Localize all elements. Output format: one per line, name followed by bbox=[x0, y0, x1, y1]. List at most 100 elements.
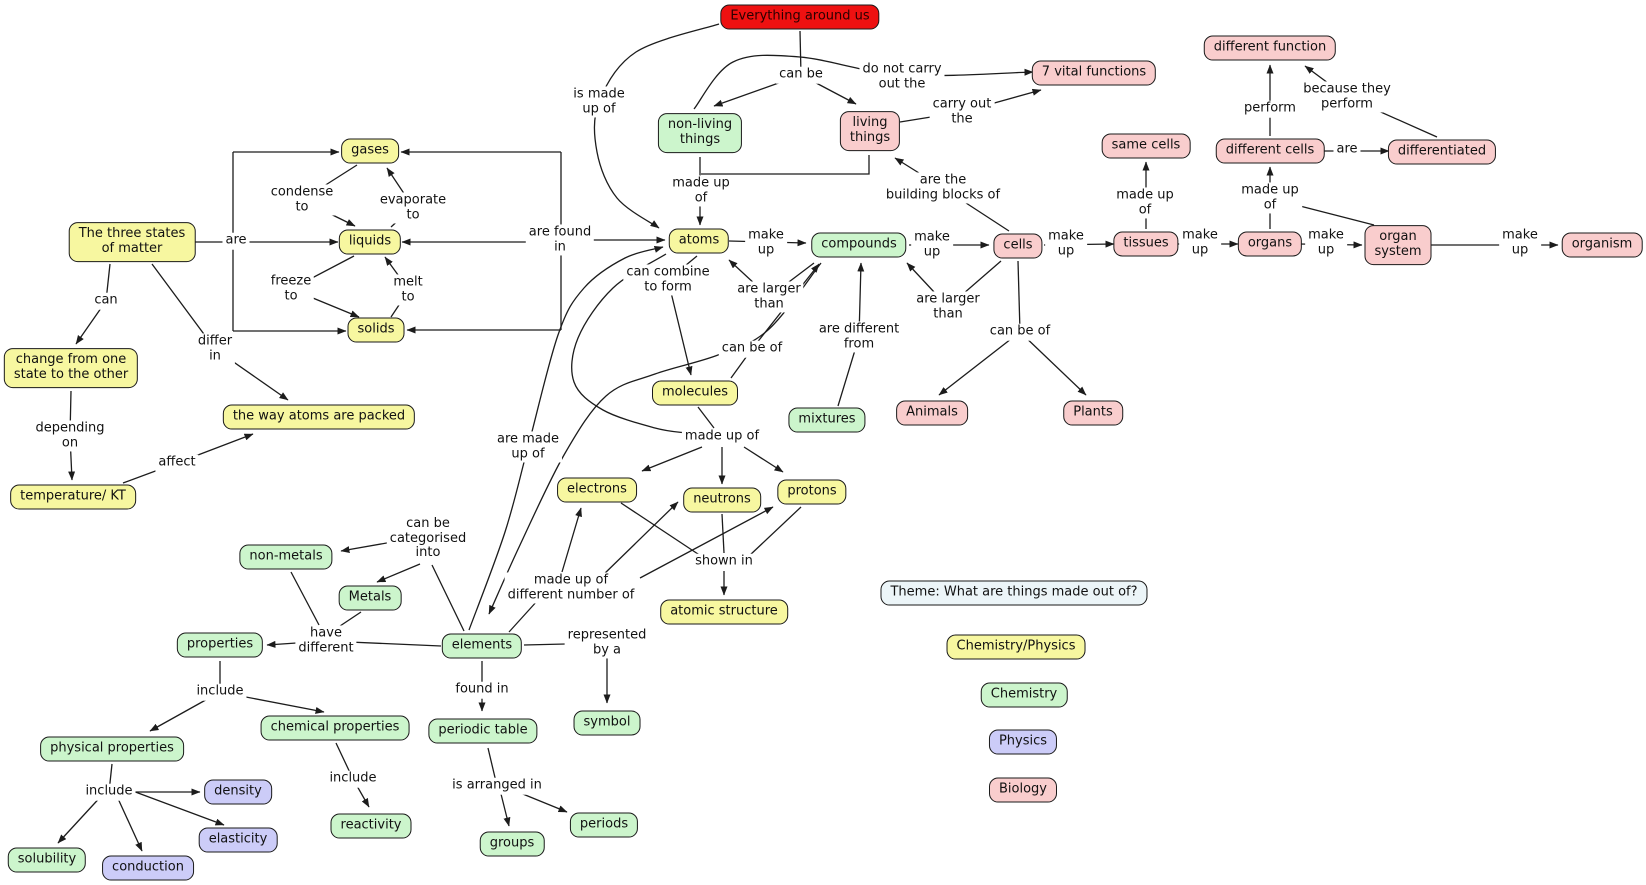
link-label-are-1: are bbox=[1333, 141, 1361, 159]
edge-connector bbox=[431, 564, 465, 632]
link-label-condense-to: condense to bbox=[267, 184, 337, 216]
edge-connector bbox=[1017, 260, 1021, 333]
node-legend-biology[interactable]: Biology bbox=[989, 777, 1057, 803]
link-label-can-be-of-2: can be of bbox=[986, 323, 1054, 341]
link-label-depending-on: depending on bbox=[32, 420, 108, 452]
node-seven-vital-functions[interactable]: 7 vital functions bbox=[1031, 60, 1157, 86]
edge-connector bbox=[938, 331, 1021, 396]
link-label-do-not-carry-out-the: do not carry out the bbox=[859, 61, 945, 93]
edge-connector bbox=[488, 262, 822, 615]
link-label-shown-in: shown in bbox=[692, 553, 756, 571]
node-theme[interactable]: Theme: What are things made out of? bbox=[880, 580, 1148, 606]
node-chemical-properties[interactable]: chemical properties bbox=[260, 715, 410, 741]
edge-connector bbox=[701, 155, 870, 175]
link-label-make-up-2: make up bbox=[911, 229, 953, 261]
node-solubility[interactable]: solubility bbox=[7, 847, 87, 873]
edge-connector bbox=[376, 563, 421, 583]
link-label-made-up-of-4: made up of bbox=[681, 428, 763, 446]
node-legend-chemistry-physics[interactable]: Chemistry/Physics bbox=[946, 634, 1086, 660]
link-label-are-larger-than-2: are larger than bbox=[913, 291, 983, 323]
node-properties[interactable]: properties bbox=[176, 632, 264, 658]
node-periods[interactable]: periods bbox=[569, 812, 639, 838]
node-mixtures[interactable]: mixtures bbox=[788, 407, 866, 433]
link-label-can: can bbox=[91, 292, 121, 310]
node-different-cells[interactable]: different cells bbox=[1215, 138, 1325, 164]
node-compounds[interactable]: compounds bbox=[811, 232, 907, 258]
link-label-are-the-building-blocks-of: are the building blocks of bbox=[882, 172, 1004, 204]
node-plants[interactable]: Plants bbox=[1063, 400, 1123, 426]
link-label-differ-in: differ in bbox=[194, 333, 236, 365]
edge-connector bbox=[57, 791, 106, 844]
node-everything[interactable]: Everything around us bbox=[720, 4, 880, 30]
edge-connector bbox=[620, 502, 702, 557]
edge-connector bbox=[641, 446, 703, 472]
node-animals[interactable]: Animals bbox=[896, 400, 968, 426]
edge-connector bbox=[697, 406, 715, 429]
node-three-states[interactable]: The three states of matter bbox=[68, 222, 196, 262]
node-solids[interactable]: solids bbox=[347, 317, 405, 343]
node-atoms[interactable]: atoms bbox=[668, 228, 730, 254]
node-organ-system[interactable]: organ system bbox=[1364, 225, 1432, 265]
link-label-can-combine-to-form: can combine to form bbox=[623, 264, 713, 296]
node-periodic-table[interactable]: periodic table bbox=[428, 718, 538, 744]
node-atomic-structure[interactable]: atomic structure bbox=[660, 599, 788, 625]
node-molecules[interactable]: molecules bbox=[652, 380, 738, 406]
node-non-metals[interactable]: non-metals bbox=[239, 544, 333, 570]
node-symbol[interactable]: symbol bbox=[573, 710, 641, 736]
link-label-are-larger-than-1: are larger than bbox=[734, 281, 804, 313]
node-living-things[interactable]: living things bbox=[839, 111, 901, 151]
link-label-are-2: are bbox=[222, 232, 250, 250]
edge-connector bbox=[468, 245, 664, 631]
node-non-living-things[interactable]: non-living things bbox=[657, 113, 743, 153]
node-reactivity[interactable]: reactivity bbox=[330, 813, 412, 839]
node-different-function[interactable]: different function bbox=[1203, 35, 1337, 61]
link-label-affect: affect bbox=[155, 454, 199, 472]
node-cells[interactable]: cells bbox=[993, 233, 1043, 259]
node-organs[interactable]: organs bbox=[1237, 231, 1303, 257]
node-tissues[interactable]: tissues bbox=[1113, 231, 1179, 257]
node-elasticity[interactable]: elasticity bbox=[198, 827, 278, 853]
link-label-made-up-of-2: made up of bbox=[1113, 187, 1177, 219]
node-differentiated[interactable]: differentiated bbox=[1387, 139, 1497, 165]
node-change-state[interactable]: change from one state to the other bbox=[3, 348, 139, 388]
node-legend-chemistry[interactable]: Chemistry bbox=[980, 682, 1068, 708]
node-temperature[interactable]: temperature/ KT bbox=[10, 484, 136, 510]
link-label-make-up-5: make up bbox=[1305, 227, 1347, 259]
link-label-evaporate-to: evaporate to bbox=[376, 192, 450, 224]
node-physical-properties[interactable]: physical properties bbox=[40, 736, 184, 762]
edge-connector bbox=[693, 54, 1034, 110]
link-label-freeze-to: freeze to bbox=[267, 273, 315, 305]
node-same-cells[interactable]: same cells bbox=[1101, 133, 1191, 159]
edge-connector bbox=[129, 789, 225, 826]
node-elements[interactable]: elements bbox=[441, 633, 523, 659]
node-way-atoms-packed[interactable]: the way atoms are packed bbox=[222, 404, 416, 430]
link-label-make-up-6: make up bbox=[1499, 227, 1541, 259]
link-label-carry-out-the: carry out the bbox=[929, 96, 995, 128]
node-liquids[interactable]: liquids bbox=[338, 229, 402, 255]
node-neutrons[interactable]: neutrons bbox=[683, 487, 761, 513]
edge-connector bbox=[600, 501, 679, 578]
edge-connector bbox=[639, 506, 774, 579]
node-electrons[interactable]: electrons bbox=[557, 477, 637, 503]
node-gases[interactable]: gases bbox=[341, 138, 399, 164]
link-label-because-they-perform: because they perform bbox=[1300, 81, 1394, 113]
node-metals[interactable]: Metals bbox=[338, 585, 402, 611]
node-conduction[interactable]: conduction bbox=[102, 855, 194, 881]
node-groups[interactable]: groups bbox=[479, 831, 545, 857]
link-label-include-3: include bbox=[82, 783, 136, 801]
link-label-make-up-1: make up bbox=[745, 227, 787, 259]
link-label-include-2: include bbox=[326, 770, 380, 788]
node-organism[interactable]: organism bbox=[1561, 232, 1643, 258]
link-label-have-different: have different bbox=[295, 625, 357, 657]
edge-connector bbox=[561, 507, 582, 573]
link-label-can-be: can be bbox=[776, 66, 826, 84]
node-protons[interactable]: protons bbox=[777, 479, 847, 505]
edge-connector bbox=[339, 611, 362, 627]
edge-connector bbox=[1019, 331, 1087, 396]
node-density[interactable]: density bbox=[204, 779, 272, 805]
edge-connector bbox=[721, 513, 725, 554]
node-legend-physics[interactable]: Physics bbox=[988, 729, 1058, 755]
link-label-represented-by-a: represented by a bbox=[564, 627, 650, 659]
